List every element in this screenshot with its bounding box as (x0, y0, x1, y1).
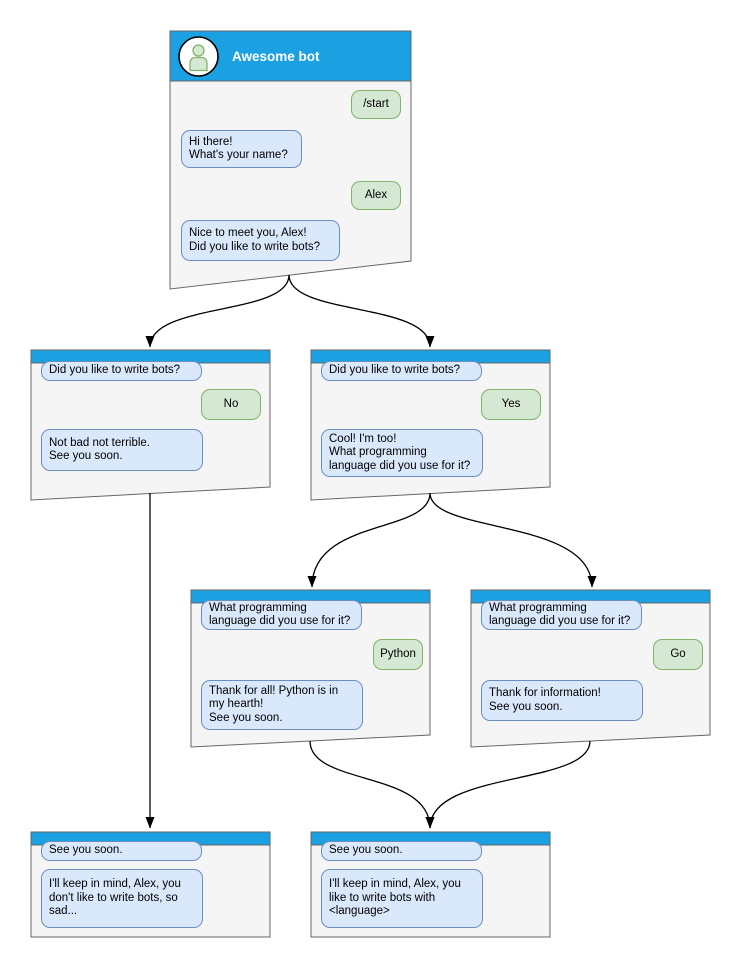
user-message-bubble: Yes (481, 389, 541, 420)
connector-main-to-no (145, 274, 290, 348)
chat-window-end-no: See you soon. I'll keep in mind, Alex, y… (31, 832, 270, 937)
connector-go-to-end-yes (425, 740, 591, 829)
chat-window-main: Awesome bot /start Hi there! What's your… (170, 31, 411, 289)
bot-message-bubble: Hi there! What's your name? (181, 130, 302, 168)
user-message-bubble: Python (373, 639, 423, 670)
bot-message-bubble: See you soon. (41, 841, 202, 861)
window-title: Awesome bot (232, 48, 320, 64)
connector-python-to-end-yes (309, 740, 435, 829)
bot-message-bubble: Cool! I'm too! What programming language… (321, 429, 483, 477)
connector-yes-to-python (307, 492, 431, 588)
bot-message-bubble: What programming language did you use fo… (481, 600, 642, 630)
bot-message-bubble: Not bad not terrible. See you soon. (41, 429, 203, 471)
chat-window-branch-go: What programming language did you use fo… (471, 590, 710, 747)
bot-avatar-head-icon (192, 44, 205, 57)
bot-message-bubble: Did you like to write bots? (321, 361, 482, 381)
user-message-bubble: /start (351, 90, 401, 119)
user-message-bubble: Go (653, 639, 703, 670)
bot-message-bubble: Thank for all! Python is in my hearth! S… (201, 680, 363, 730)
bot-message-bubble: I'll keep in mind, Alex, you don't like … (41, 869, 203, 928)
user-message-bubble: Alex (351, 181, 401, 210)
chat-window-branch-yes: Did you like to write bots? Yes Cool! I'… (311, 350, 550, 500)
bot-avatar-body-icon (189, 56, 208, 72)
user-message-bubble: No (201, 389, 261, 420)
bot-message-bubble: What programming language did you use fo… (201, 600, 362, 630)
chat-window-branch-no: Did you like to write bots? No Not bad n… (31, 350, 270, 500)
bot-message-bubble: Nice to meet you, Alex! Did you like to … (181, 220, 340, 261)
bot-message-bubble: Thank for information! See you soon. (481, 680, 643, 721)
connector-yes-to-go (429, 492, 597, 588)
bot-message-bubble: See you soon. (321, 841, 482, 861)
bot-message-bubble: Did you like to write bots? (41, 361, 202, 381)
connector-main-to-yes (288, 274, 435, 348)
bot-message-bubble: I'll keep in mind, Alex, you like to wri… (321, 869, 483, 928)
chat-window-branch-python: What programming language did you use fo… (191, 590, 430, 747)
chat-window-end-yes: See you soon. I'll keep in mind, Alex, y… (311, 832, 550, 937)
